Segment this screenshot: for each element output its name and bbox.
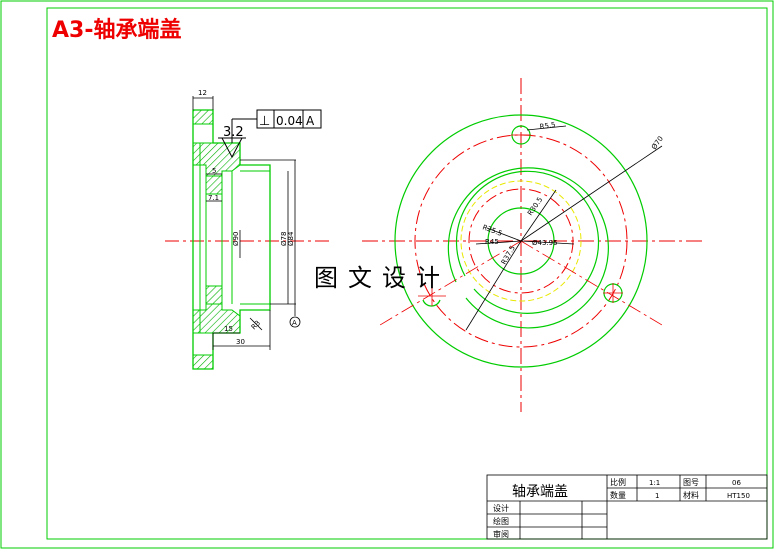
inner-border (46, 7, 768, 540)
tolerance-frame: ⊥ 0.04 A (231, 109, 322, 143)
material-value: HT150 (727, 492, 750, 500)
dim-phi84: Ø84 (287, 231, 295, 246)
dim-phi43-95: Ø43.95 (532, 239, 558, 247)
scale-value: 1:1 (649, 479, 660, 487)
inner-ring (447, 167, 609, 329)
tolerance-datum: A (306, 114, 315, 128)
dim-30: 30 (236, 338, 245, 346)
pitch-circle (468, 188, 574, 294)
bolt-circle (414, 134, 628, 348)
outer-circle (394, 114, 648, 368)
dim-15: 15 (224, 325, 233, 333)
dim-r30-5: R30.5 (526, 196, 544, 217)
drawing-no-label: 图号 (683, 478, 699, 487)
roughness-symbol: 3.2 (218, 125, 246, 159)
inner-ring-2 (455, 170, 600, 314)
hatch-groove-bottom (205, 285, 223, 305)
hatch-upper (192, 142, 241, 177)
material-label: 材料 (683, 490, 699, 500)
scale-label: 比例 (610, 477, 626, 487)
dim-r37-5: R37.5 (500, 244, 517, 266)
datum-circle (289, 316, 301, 328)
qty-value: 1 (655, 492, 659, 500)
watermark-text: 图文设计 (314, 264, 450, 292)
review-label: 审阅 (493, 529, 509, 539)
dim-phi78: Ø78 (280, 232, 288, 246)
title-block (486, 474, 768, 540)
dim-12: 12 (198, 89, 207, 97)
drawing-no-value: 06 (732, 479, 741, 487)
dim-r5-5: R5.5 (539, 121, 556, 131)
hatch-top-bolt (192, 109, 214, 125)
dim-r3: R3 (250, 319, 262, 331)
datum-circle-label: A (292, 319, 297, 327)
front-view: R5.5 Ø70 R30.5 R25.5 R45 R37.5 Ø43.95 (362, 78, 702, 412)
sheet-title: A3-轴承端盖 (52, 17, 181, 43)
design-label: 设计 (493, 503, 509, 513)
dim-phi70: Ø70 (650, 135, 665, 151)
hatch-bottom-bolt (192, 354, 214, 370)
roughness-value: 3.2 (223, 125, 244, 140)
bolt-hole-left (422, 299, 441, 307)
dim-phi90: Ø90 (232, 232, 240, 246)
hidden-circle (460, 180, 582, 302)
tolerance-value: 0.04 (276, 114, 303, 128)
part-name: 轴承端盖 (512, 484, 568, 500)
dim-r45: R45 (485, 238, 499, 246)
dim-5: 5 (212, 167, 216, 175)
drafting-label: 绘图 (493, 516, 509, 526)
side-view: ⊥ 0.04 A 3.2 12 5 7.1 Ø90 Ø78 Ø84 15 30 … (165, 89, 330, 370)
dim-7-1: 7.1 (208, 194, 219, 202)
qty-label: 数量 (610, 490, 626, 500)
bore-circle (487, 207, 555, 275)
tolerance-symbol: ⊥ (259, 114, 270, 129)
dim-r25-5: R25.5 (481, 223, 503, 238)
hatch-groove-top (205, 175, 223, 195)
